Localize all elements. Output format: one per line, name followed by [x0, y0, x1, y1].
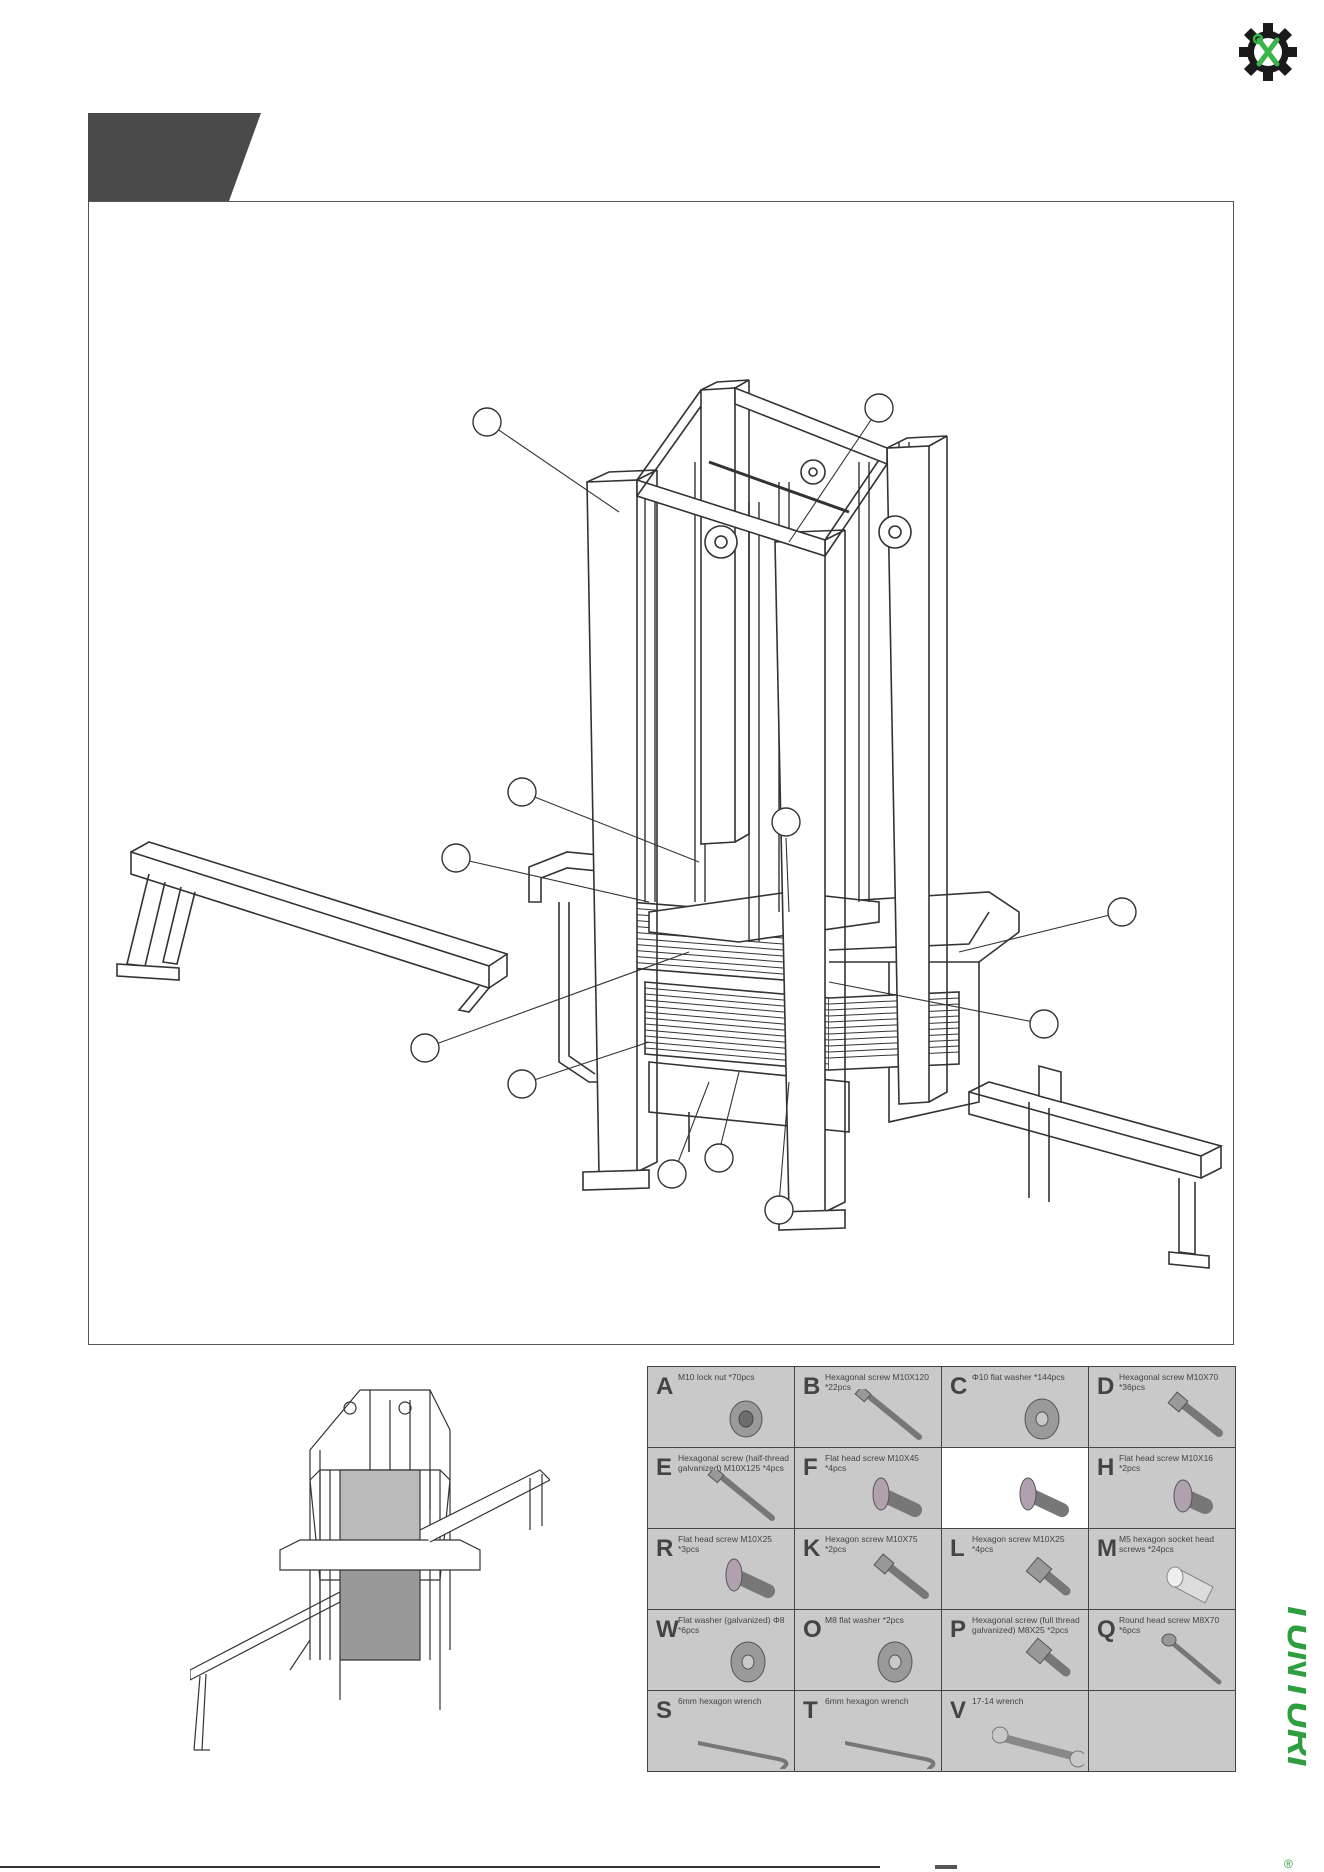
part-description: Flat head screw M10X25 *3pcs: [678, 1534, 773, 1554]
part-letter: B: [803, 1373, 821, 1400]
step-tab: [88, 113, 261, 201]
part-description: Φ10 flat washer *144pcs: [972, 1372, 1065, 1382]
part-description: Round head screw M8X70 *6pcs: [1119, 1615, 1220, 1635]
part-description: M10 lock nut *70pcs: [678, 1372, 755, 1382]
callout-leaders: [424, 407, 1123, 1205]
part-letter: L: [950, 1535, 965, 1562]
short-hex-screw-icon: [1025, 1556, 1071, 1596]
part-letter: P: [950, 1616, 967, 1643]
part-cell: A M10 lock nut *70pcs: [647, 1366, 795, 1448]
flat-head-screw-icon: [872, 1477, 922, 1517]
part-description: Flat washer (galvanized) Φ8 *6pcs: [678, 1615, 785, 1635]
part-letter: T: [803, 1697, 818, 1724]
part-cell: F Flat head screw M10X45 *4pcs: [794, 1447, 942, 1529]
part-description: 17-14 wrench: [972, 1696, 1024, 1706]
part-letter: H: [1097, 1454, 1115, 1481]
part-description: M8 flat washer *2pcs: [825, 1615, 904, 1625]
round-head-screw-icon: [1161, 1633, 1222, 1685]
machine-exploded-view: [116, 379, 1224, 1269]
part-description: Hexagonal screw (half-thread galvanized)…: [678, 1453, 790, 1473]
allen-key-icon: [698, 1741, 789, 1769]
main-drawing-frame: [88, 201, 1234, 1345]
right-bench: [968, 1064, 1224, 1269]
flat-washer-icon: [1024, 1398, 1060, 1440]
footer-rule: [0, 1866, 880, 1868]
flat-washer-icon: [877, 1641, 913, 1683]
part-description: 6mm hexagon wrench: [678, 1696, 762, 1706]
long-hex-screw-icon: [707, 1470, 775, 1521]
flat-washer-icon: [730, 1641, 766, 1683]
part-cell: [1088, 1690, 1236, 1772]
part-cell: V 17-14 wrench: [941, 1690, 1089, 1772]
part-description: Hexagon screw M10X25 *4pcs: [972, 1534, 1065, 1554]
open-end-wrench-icon: [992, 1726, 1084, 1768]
part-letter: F: [803, 1454, 818, 1481]
part-description: 6mm hexagon wrench: [825, 1696, 909, 1706]
allen-key-icon: [845, 1741, 936, 1769]
lock-nut-icon: [729, 1400, 763, 1438]
part-letter: W: [656, 1616, 679, 1643]
flat-head-screw-icon: [1019, 1477, 1069, 1517]
part-letter: O: [803, 1616, 822, 1643]
part-letter: R: [656, 1535, 674, 1562]
part-letter: K: [803, 1535, 821, 1562]
part-description: Flat head screw M10X16 *2pcs: [1119, 1453, 1214, 1473]
upright-posts: [582, 379, 948, 1231]
short-flat-head-screw-icon: [1173, 1479, 1213, 1514]
callout-circles: [410, 393, 1137, 1225]
assembled-machine-thumbnail: [190, 1389, 550, 1751]
part-letter: C: [950, 1373, 968, 1400]
guide-rods: [644, 442, 910, 942]
part-letter: V: [950, 1697, 967, 1724]
top-frame: [636, 386, 888, 558]
long-hex-screw-icon: [854, 1389, 922, 1440]
part-cell: T 6mm hexagon wrench: [794, 1690, 942, 1772]
tunturi-logo: TUNTURI ®: [1279, 1600, 1306, 1870]
left-bench: [116, 841, 509, 1013]
part-letter: A: [656, 1373, 674, 1400]
part-description: Hexagonal screw M10X70 *36pcs: [1119, 1372, 1219, 1392]
part-cell: C Φ10 flat washer *144pcs: [941, 1366, 1089, 1448]
footer-mark: [935, 1865, 957, 1869]
tools-gear-icon: [1239, 23, 1297, 81]
svg-text:®: ®: [1284, 1857, 1293, 1870]
socket-head-screw-icon: [1166, 1566, 1214, 1604]
part-description: Hexagonal screw M10X120 *22pcs: [825, 1372, 929, 1392]
hex-screw-icon: [873, 1553, 929, 1599]
part-cell: [941, 1447, 1089, 1529]
part-description: Hexagon screw M10X75 *2pcs: [825, 1534, 918, 1554]
flat-head-screw-icon: [725, 1558, 775, 1598]
part-letter: S: [656, 1697, 673, 1724]
short-hex-screw-icon: [1025, 1637, 1071, 1677]
part-description: M5 hexagon socket head screws *24pcs: [1119, 1534, 1214, 1554]
hex-screw-icon: [1167, 1391, 1223, 1437]
pulleys: [704, 459, 912, 559]
part-cell: L Hexagon screw M10X25 *4pcs: [941, 1528, 1089, 1610]
part-letter: Q: [1097, 1616, 1116, 1643]
part-cell: S 6mm hexagon wrench: [647, 1690, 795, 1772]
svg-text:TUNTURI: TUNTURI: [1279, 1600, 1306, 1768]
part-description: Flat head screw M10X45 *4pcs: [825, 1453, 920, 1473]
part-letter: D: [1097, 1373, 1115, 1400]
part-letter: M: [1097, 1535, 1117, 1562]
part-letter: E: [656, 1454, 673, 1481]
part-description: Hexagonal screw (full thread galvanized)…: [972, 1615, 1080, 1635]
